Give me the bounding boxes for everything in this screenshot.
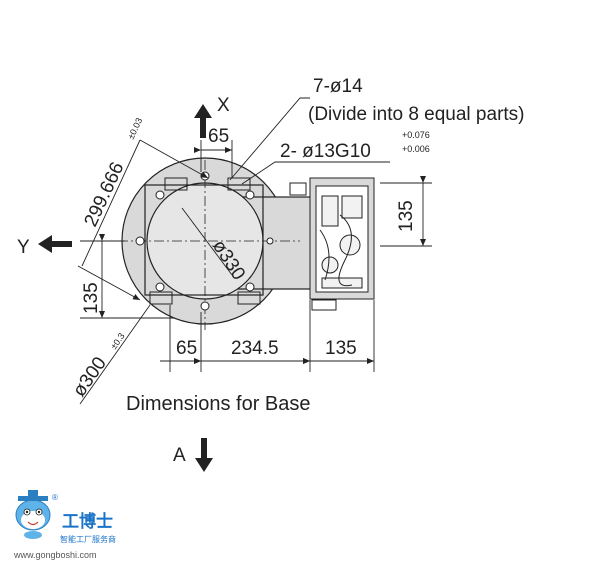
dim-135-left: 135 — [81, 282, 102, 314]
view-a-label: A — [173, 445, 186, 466]
y-axis-label: Y — [17, 237, 30, 258]
dim-65-top: 65 — [208, 126, 229, 147]
figure-caption: Dimensions for Base — [126, 393, 311, 415]
pin-holes-label: 2- ø13G10 — [280, 141, 371, 162]
holes-label: 7-ø14 — [313, 76, 363, 97]
registered-mark: ® — [52, 493, 58, 502]
base-outline — [118, 157, 312, 330]
dim-135-right: 135 — [396, 200, 417, 232]
watermark-tagline: 智能工厂服务商 — [60, 534, 116, 544]
dim-65-bottom: 65 — [176, 338, 197, 359]
dim-299: 299.666 — [80, 159, 128, 230]
dim-234: 234.5 — [231, 338, 279, 359]
watermark-logo: ® 工博士 智能工厂服务商 www.gongboshi.com — [13, 490, 116, 560]
x-axis-arrow — [194, 104, 212, 138]
dim-299-tolerance: ±0.03 — [126, 116, 145, 141]
watermark-url: www.gongboshi.com — [13, 550, 97, 560]
connector-block — [289, 177, 375, 311]
holes-note: (Divide into 8 equal parts) — [308, 104, 525, 125]
dim-135-bottom: 135 — [325, 338, 357, 359]
mascot-icon — [15, 490, 51, 539]
x-axis-label: X — [217, 95, 230, 116]
tolerance-plus: +0.076 — [402, 130, 430, 140]
y-axis-arrow — [38, 235, 72, 253]
dia-300: ø300 — [69, 353, 111, 401]
view-a-arrow — [195, 438, 213, 472]
watermark-name: 工博士 — [62, 511, 113, 531]
tolerance-minus: +0.006 — [402, 144, 430, 154]
dimension-lines — [77, 97, 432, 405]
axis-arrows — [38, 104, 213, 472]
